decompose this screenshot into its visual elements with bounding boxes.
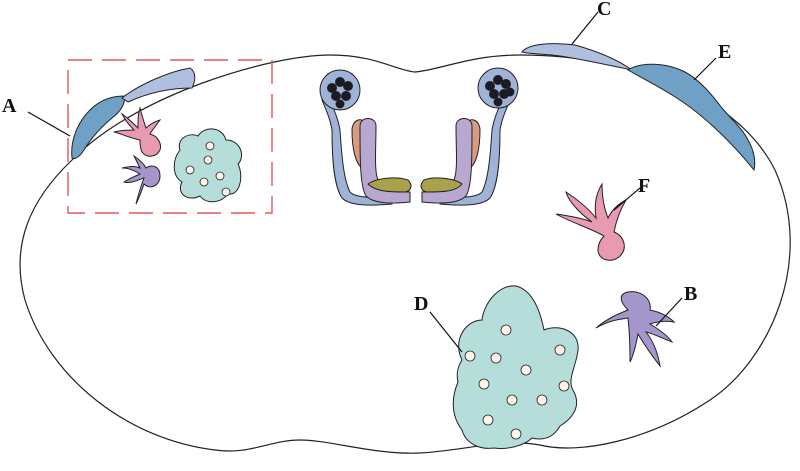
cell-d-dots: [464, 324, 570, 440]
label-e: E: [718, 41, 731, 63]
neuron-right-soma: [477, 67, 519, 109]
surface-layer-left: [71, 95, 125, 159]
label-b: B: [684, 283, 697, 305]
neuron-left-arm: [321, 99, 393, 206]
layer-e: [627, 63, 756, 172]
inset-pink-cell: [113, 106, 162, 157]
neuron-left-nucleus: [327, 77, 353, 109]
neuron-right-arm: [439, 99, 511, 206]
leader-line-d: [429, 311, 463, 353]
label-c: C: [597, 0, 611, 20]
cell-b: [595, 291, 676, 368]
leader-line-e: [693, 57, 717, 81]
inset-teal-cell: [173, 128, 242, 203]
neuron-right-nucleus: [485, 75, 515, 107]
leader-line-f: [613, 187, 641, 211]
neuron-pair: [319, 67, 519, 206]
label-d: D: [414, 293, 428, 315]
inset-box: [67, 59, 273, 214]
neuron-left-olive: [367, 177, 412, 193]
tissue-outline: [19, 54, 791, 454]
inset-teal-cell-dots: [185, 141, 231, 197]
cell-d: [452, 285, 579, 449]
leader-line-c: [571, 11, 599, 45]
label-a: A: [2, 95, 17, 117]
cell-f: [555, 182, 628, 261]
leader-lines: [27, 11, 717, 353]
surface-layer-left-light: [121, 67, 196, 103]
inset-purple-cell: [121, 154, 161, 205]
label-f: F: [638, 175, 650, 197]
leader-line-b: [655, 297, 683, 327]
neuron-right-olive: [420, 177, 463, 193]
leader-line-a: [27, 111, 71, 137]
neuron-left-soma: [319, 69, 361, 111]
